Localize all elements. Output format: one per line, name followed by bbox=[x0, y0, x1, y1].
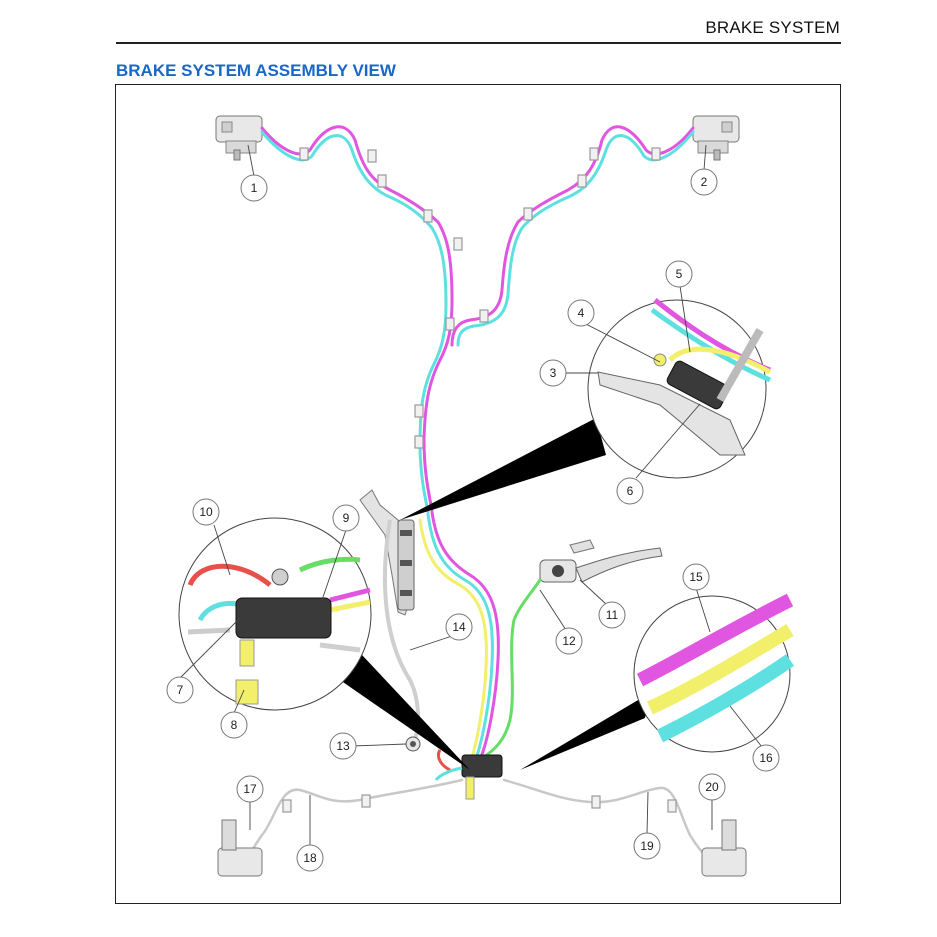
callout-5: 5 bbox=[665, 260, 693, 288]
distribution-block bbox=[434, 749, 503, 800]
fitting-13 bbox=[405, 736, 421, 752]
callout-14: 14 bbox=[445, 613, 473, 641]
callout-15: 15 bbox=[682, 563, 710, 591]
front-left-caliper bbox=[215, 115, 263, 161]
rear-right-caliper bbox=[701, 819, 747, 877]
callout-12: 12 bbox=[555, 627, 583, 655]
callout-7: 7 bbox=[166, 676, 194, 704]
svg-text:17: 17 bbox=[243, 782, 257, 796]
detail-master-cylinder bbox=[400, 298, 772, 520]
callout-8: 8 bbox=[220, 711, 248, 739]
callout-1: 1 bbox=[240, 174, 268, 202]
callout-4: 4 bbox=[567, 299, 595, 327]
callout-2: 2 bbox=[690, 168, 718, 196]
page-header-title: BRAKE SYSTEM bbox=[705, 18, 840, 37]
svg-text:2: 2 bbox=[701, 175, 708, 189]
svg-text:13: 13 bbox=[336, 739, 350, 753]
callout-16: 16 bbox=[752, 744, 780, 772]
svg-text:6: 6 bbox=[627, 484, 634, 498]
rear-left-caliper bbox=[217, 819, 263, 877]
svg-text:8: 8 bbox=[231, 718, 238, 732]
front-brake-lines bbox=[260, 125, 695, 514]
svg-text:7: 7 bbox=[177, 683, 184, 697]
svg-text:11: 11 bbox=[606, 608, 619, 622]
svg-text:10: 10 bbox=[199, 505, 213, 519]
svg-text:1: 1 bbox=[251, 181, 258, 195]
callout-10: 10 bbox=[192, 498, 220, 526]
green-brake-line bbox=[480, 578, 542, 760]
callout-6: 6 bbox=[616, 477, 644, 505]
section-title: BRAKE SYSTEM ASSEMBLY VIEW bbox=[116, 61, 396, 80]
detail-hose-colors bbox=[520, 593, 795, 770]
callout-3: 3 bbox=[539, 359, 567, 387]
svg-text:3: 3 bbox=[550, 366, 557, 380]
rear-brake-lines bbox=[248, 778, 708, 858]
callout-19: 19 bbox=[633, 832, 661, 860]
parking-brake-lever bbox=[539, 539, 663, 583]
svg-text:9: 9 bbox=[343, 511, 350, 525]
svg-text:15: 15 bbox=[689, 570, 703, 584]
callout-18: 18 bbox=[296, 844, 324, 872]
svg-text:5: 5 bbox=[676, 267, 683, 281]
header-rule bbox=[116, 42, 841, 44]
main-brake-lines bbox=[418, 510, 500, 766]
front-right-caliper bbox=[692, 115, 740, 161]
svg-text:18: 18 bbox=[303, 851, 317, 865]
callout-17: 17 bbox=[236, 775, 264, 803]
svg-text:20: 20 bbox=[705, 780, 719, 794]
callout-20: 20 bbox=[698, 773, 726, 801]
svg-text:19: 19 bbox=[640, 839, 654, 853]
diagram-frame bbox=[115, 84, 841, 904]
svg-text:16: 16 bbox=[759, 751, 773, 765]
callout-9: 9 bbox=[332, 504, 360, 532]
callout-11: 11 bbox=[598, 601, 626, 629]
svg-text:12: 12 bbox=[562, 634, 576, 648]
svg-text:4: 4 bbox=[578, 306, 585, 320]
svg-text:14: 14 bbox=[452, 620, 466, 634]
callout-13: 13 bbox=[329, 732, 357, 760]
leader-lines bbox=[179, 144, 763, 846]
